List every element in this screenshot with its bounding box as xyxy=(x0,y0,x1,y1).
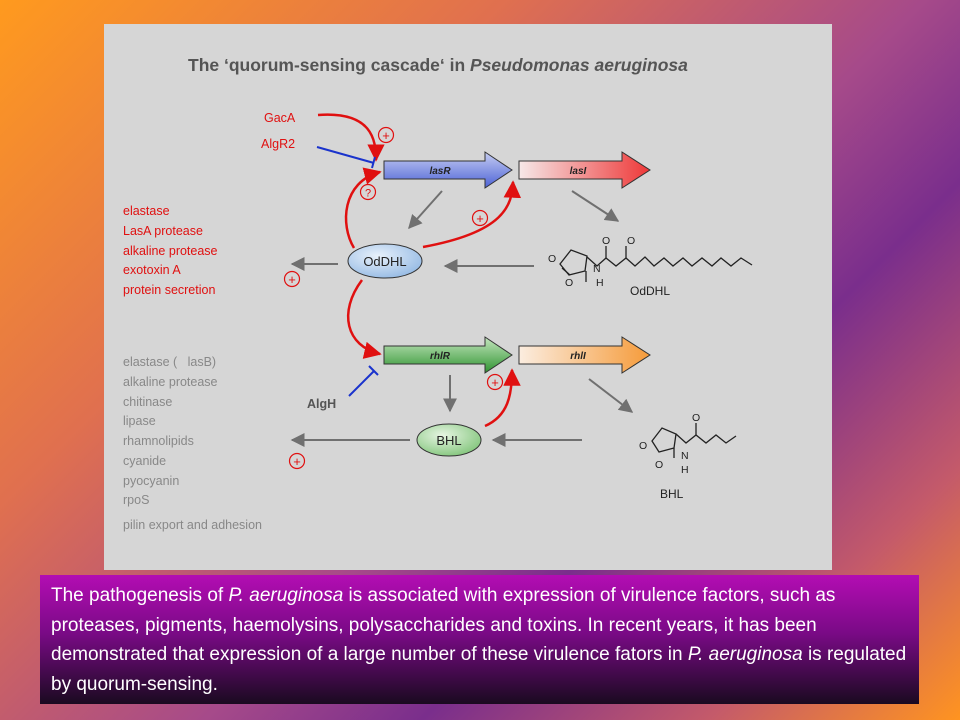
svg-text:rhlR: rhlR xyxy=(430,351,451,362)
svg-text:OdDHL: OdDHL xyxy=(363,254,406,269)
svg-text:O: O xyxy=(627,235,635,247)
cascade-diagram: The ‘quorum-sensing cascade‘ in Pseudomo… xyxy=(123,55,753,532)
svg-text:O: O xyxy=(565,277,573,289)
svg-text:lasI: lasI xyxy=(570,166,587,177)
diagram-title: The ‘quorum-sensing cascade‘ in Pseudomo… xyxy=(188,55,688,75)
od-dhl-atoms: O O O N H O xyxy=(548,235,635,289)
las-target: elastase xyxy=(123,204,170,218)
svg-text:+: + xyxy=(491,375,499,390)
svg-text:N: N xyxy=(593,263,601,275)
plus-icon: + xyxy=(288,452,306,470)
caption-text: The pathogenesis of P. aeruginosa is ass… xyxy=(51,585,907,695)
rhl-target: pilin export and adhesion xyxy=(123,518,262,532)
rhl-target: rpoS xyxy=(123,493,149,507)
las-target: protein secretion xyxy=(123,283,215,297)
algh-repression-bar xyxy=(368,365,379,376)
svg-text:O: O xyxy=(602,235,610,247)
regulator-algh: AlgH xyxy=(307,397,336,411)
gene-rhlI: rhlI xyxy=(518,336,651,374)
rhl-target: elastase ( lasB) xyxy=(123,355,216,369)
svg-text:H: H xyxy=(596,277,604,289)
od-to-lasr-activation-arrow xyxy=(344,167,382,249)
svg-text:O: O xyxy=(655,459,663,471)
caption-box: The pathogenesis of P. aeruginosa is ass… xyxy=(40,575,919,704)
svg-text:+: + xyxy=(382,128,390,143)
od-dhl-molecule xyxy=(559,246,753,282)
gaca-activation-arrow xyxy=(317,113,385,162)
od-to-rhlr-activation-arrow xyxy=(346,279,382,359)
algh-repression-line xyxy=(348,370,375,397)
las-target-list: elastase LasA protease alkaline protease… xyxy=(123,204,218,297)
unknown-icon: ? xyxy=(359,183,377,201)
las-target: exotoxin A xyxy=(123,263,181,277)
rhl-target: cyanide xyxy=(123,454,166,468)
svg-text:O: O xyxy=(548,253,556,265)
plus-icon: + xyxy=(471,209,489,227)
bhl-molecule xyxy=(651,423,737,458)
gene-lasR: lasR xyxy=(383,151,513,189)
gene-lasI: lasI xyxy=(518,151,651,189)
las-target: alkaline protease xyxy=(123,244,218,258)
regulator-gaca: GacA xyxy=(264,111,296,125)
bhl-molecule-name: BHL xyxy=(660,487,684,501)
quorum-sensing-figure: The ‘quorum-sensing cascade‘ in Pseudomo… xyxy=(104,24,832,570)
algr2-repression-line xyxy=(316,146,375,164)
rhl-target: pyocyanin xyxy=(123,474,179,488)
od-to-lasi-activation-arrow xyxy=(422,180,522,249)
algr2-repression-bar xyxy=(371,156,376,169)
lasi-to-molecule-arrow xyxy=(571,190,620,222)
plus-icon: + xyxy=(377,126,395,144)
rhl-target: chitinase xyxy=(123,395,172,409)
lasr-to-od-arrow xyxy=(408,190,443,230)
plus-icon: + xyxy=(283,270,301,288)
rhl-target: lipase xyxy=(123,414,156,428)
rhl-target: alkaline protease xyxy=(123,375,218,389)
svg-text:N: N xyxy=(681,450,689,462)
bhl-atoms: O O N H O xyxy=(639,412,700,476)
od-dhl-signal: OdDHL xyxy=(347,243,423,279)
rhli-to-molecule-arrow xyxy=(588,378,634,413)
bhl-to-rhli-activation-arrow xyxy=(484,368,521,428)
svg-text:+: + xyxy=(288,272,296,287)
svg-text:H: H xyxy=(681,464,689,476)
svg-text:?: ? xyxy=(365,188,371,200)
las-target: LasA protease xyxy=(123,224,203,238)
svg-text:+: + xyxy=(476,211,484,226)
od-dhl-molecule-name: OdDHL xyxy=(630,284,670,298)
svg-text:O: O xyxy=(639,440,647,452)
svg-text:rhlI: rhlI xyxy=(570,351,586,362)
svg-text:BHL: BHL xyxy=(436,433,461,448)
gene-rhlR: rhlR xyxy=(383,336,513,374)
regulator-algr2: AlgR2 xyxy=(261,137,295,151)
rhl-target: rhamnolipids xyxy=(123,434,194,448)
svg-text:lasR: lasR xyxy=(429,166,451,177)
svg-text:+: + xyxy=(293,454,301,469)
svg-text:O: O xyxy=(692,412,700,424)
bhl-signal: BHL xyxy=(416,423,482,457)
plus-icon: + xyxy=(486,373,504,391)
rhl-target-list: elastase ( lasB) alkaline protease chiti… xyxy=(123,355,262,532)
